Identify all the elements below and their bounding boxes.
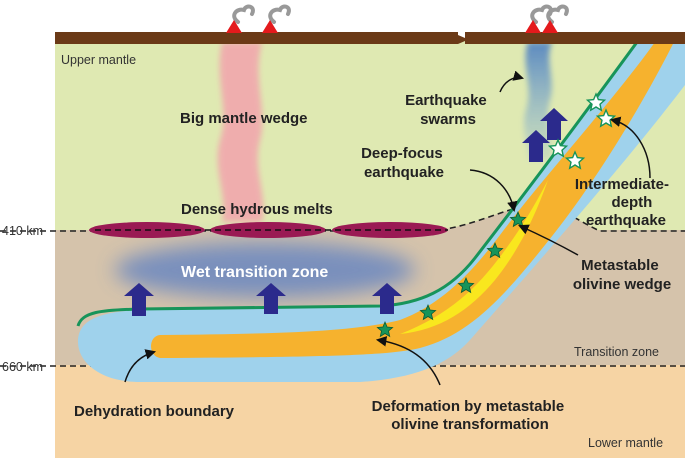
arrow-deep-focus [469,169,518,213]
label-line: earthquake [364,164,444,181]
star-icon [509,210,527,228]
star-icon [585,92,607,112]
arrow-deformation [375,336,441,386]
deep-focus-stars [376,210,527,338]
arrow-up-icon [124,283,154,316]
smoke-icon [546,4,569,24]
label-dense-hydrous-melts: Dense hydrous melts [181,201,333,218]
volcano-2 [262,4,291,33]
slab-top-line [76,37,642,327]
crust-left [55,32,458,44]
arrow-dehydration [124,349,157,383]
label-earthquake-swarms: Earthquake swarms [405,92,491,128]
arrow-up-icon [372,283,402,314]
arrow-swarms [499,70,525,93]
label-line: depth [612,194,653,211]
star-icon [547,138,569,158]
crust-right [465,32,685,44]
label-big-mantle-wedge: Big mantle wedge [180,110,308,127]
volcano-icon [525,20,541,33]
star-icon [419,303,437,321]
label-line: olivine transformation [391,416,549,433]
label-line: earthquake [586,212,666,229]
upwelling-arrows-swarm [522,108,568,162]
earthquake-swarms-plume [524,42,552,160]
volcano-4 [542,4,569,33]
upwelling-arrows-tz [124,283,402,316]
volcano-icon [542,20,558,33]
metastable-olivine-wedge [151,38,676,358]
wet-transition-zone-glow [115,242,415,298]
label-dehydration-boundary: Dehydration boundary [74,403,235,420]
label-deformation: Deformation by metastable olivine transf… [372,398,569,433]
arrow-metastable-wedge [518,224,579,256]
label-line: Metastable [581,257,659,274]
label-depth-660: 660 km [2,360,43,374]
label-deep-focus-earthquake: Deep-focus earthquake [361,145,447,181]
volcano-icon [262,20,278,33]
label-line: olivine wedge [573,276,671,293]
star-icon [376,320,394,338]
smoke-icon [232,4,255,24]
big-mantle-wedge-plume [217,42,264,222]
arrow-intermediate [609,116,651,179]
dense-hydrous-melts [89,222,448,238]
arrow-up-icon [540,108,568,140]
star-icon [486,241,504,259]
star-icon [564,150,586,170]
label-upper-mantle: Upper mantle [61,53,136,67]
smoke-icon [530,4,553,24]
star-icon [457,276,475,294]
label-wet-transition-zone: Wet transition zone [181,264,328,281]
label-depth-410: 410 km [2,224,43,238]
label-transition-zone: Transition zone [574,345,659,359]
volcano-3 [525,4,553,33]
intermediate-depth-stars [547,92,617,170]
label-line: swarms [420,111,476,128]
crust-gap [458,35,465,44]
label-line: Intermediate- [575,176,669,193]
label-intermediate-depth-earthquake: Intermediate- depth earthquake [575,176,673,229]
label-line: Deformation by metastable [372,398,565,415]
arrow-up-icon [522,130,550,162]
label-line: Earthquake [405,92,487,109]
leader-arrows [124,70,651,386]
volcano-icon [226,20,242,33]
label-metastable-olivine-wedge: Metastable olivine wedge [573,257,671,293]
arrow-up-icon [256,283,286,314]
label-lower-mantle: Lower mantle [588,436,663,450]
label-line: Deep-focus [361,145,443,162]
volcano-1 [226,4,255,33]
smoke-icon [268,4,291,24]
